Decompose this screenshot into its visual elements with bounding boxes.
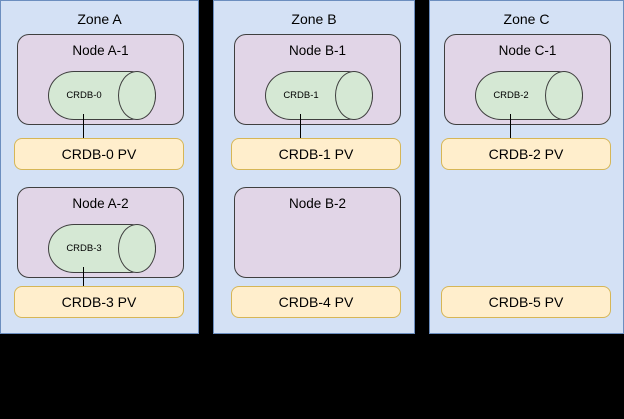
database-label: CRDB-1: [283, 90, 319, 101]
zone-c-title: Zone C: [503, 11, 550, 27]
node-c-1-title: Node C-1: [498, 43, 557, 58]
node-b-2[interactable]: Node B-2: [234, 187, 401, 278]
database-cylinder-crdb-1[interactable]: CRDB-1: [265, 71, 373, 120]
node-b-1-title: Node B-1: [288, 43, 347, 58]
node-b-1[interactable]: Node B-1 CRDB-1: [234, 34, 401, 125]
node-c-1[interactable]: Node C-1 CRDB-2: [444, 34, 611, 125]
database-label: CRDB-3: [66, 243, 102, 254]
zone-a-title: Zone A: [77, 11, 122, 27]
node-a-2-title: Node A-2: [72, 196, 129, 211]
zone-c: Zone C Node C-1 CRDB-2 CRDB-2 PV CRDB-5 …: [429, 0, 624, 334]
pv-crdb-5[interactable]: CRDB-5 PV: [441, 286, 611, 318]
cylinder-cap: [118, 71, 156, 120]
database-cylinder-crdb-2[interactable]: CRDB-2: [475, 71, 583, 120]
pv-crdb-4[interactable]: CRDB-4 PV: [231, 286, 401, 318]
connector-node-b-1-to-pv: [300, 114, 301, 138]
pv-crdb-5-label: CRDB-5 PV: [488, 294, 564, 310]
node-a-1-title: Node A-1: [72, 43, 129, 58]
node-a-2[interactable]: Node A-2 CRDB-3: [17, 187, 184, 278]
database-cylinder-crdb-0[interactable]: CRDB-0: [48, 71, 156, 120]
zone-b-title: Zone B: [291, 11, 337, 27]
pv-crdb-0[interactable]: CRDB-0 PV: [14, 138, 184, 170]
pv-crdb-2[interactable]: CRDB-2 PV: [441, 138, 611, 170]
pv-crdb-3-label: CRDB-3 PV: [61, 294, 137, 310]
cylinder-cap: [545, 71, 583, 120]
connector-node-a-1-to-pv: [83, 114, 84, 138]
cylinder-cap: [118, 224, 156, 273]
pv-crdb-1-label: CRDB-1 PV: [278, 146, 354, 162]
pv-crdb-2-label: CRDB-2 PV: [488, 146, 564, 162]
node-a-1[interactable]: Node A-1 CRDB-0: [17, 34, 184, 125]
node-b-2-title: Node B-2: [288, 196, 347, 211]
database-label: CRDB-0: [66, 90, 102, 101]
database-cylinder-crdb-3[interactable]: CRDB-3: [48, 224, 156, 273]
connector-node-c-1-to-pv: [510, 114, 511, 138]
database-label: CRDB-2: [493, 90, 529, 101]
pv-crdb-1[interactable]: CRDB-1 PV: [231, 138, 401, 170]
connector-node-a-2-to-pv: [83, 267, 84, 291]
cylinder-cap: [335, 71, 373, 120]
zone-b: Zone B Node B-1 CRDB-1 CRDB-1 PV Node B-…: [213, 0, 415, 334]
pv-crdb-4-label: CRDB-4 PV: [278, 294, 354, 310]
pv-crdb-0-label: CRDB-0 PV: [61, 146, 137, 162]
zone-a: Zone A Node A-1 CRDB-0 CRDB-0 PV Node A-…: [0, 0, 199, 334]
pv-crdb-3[interactable]: CRDB-3 PV: [14, 286, 184, 318]
